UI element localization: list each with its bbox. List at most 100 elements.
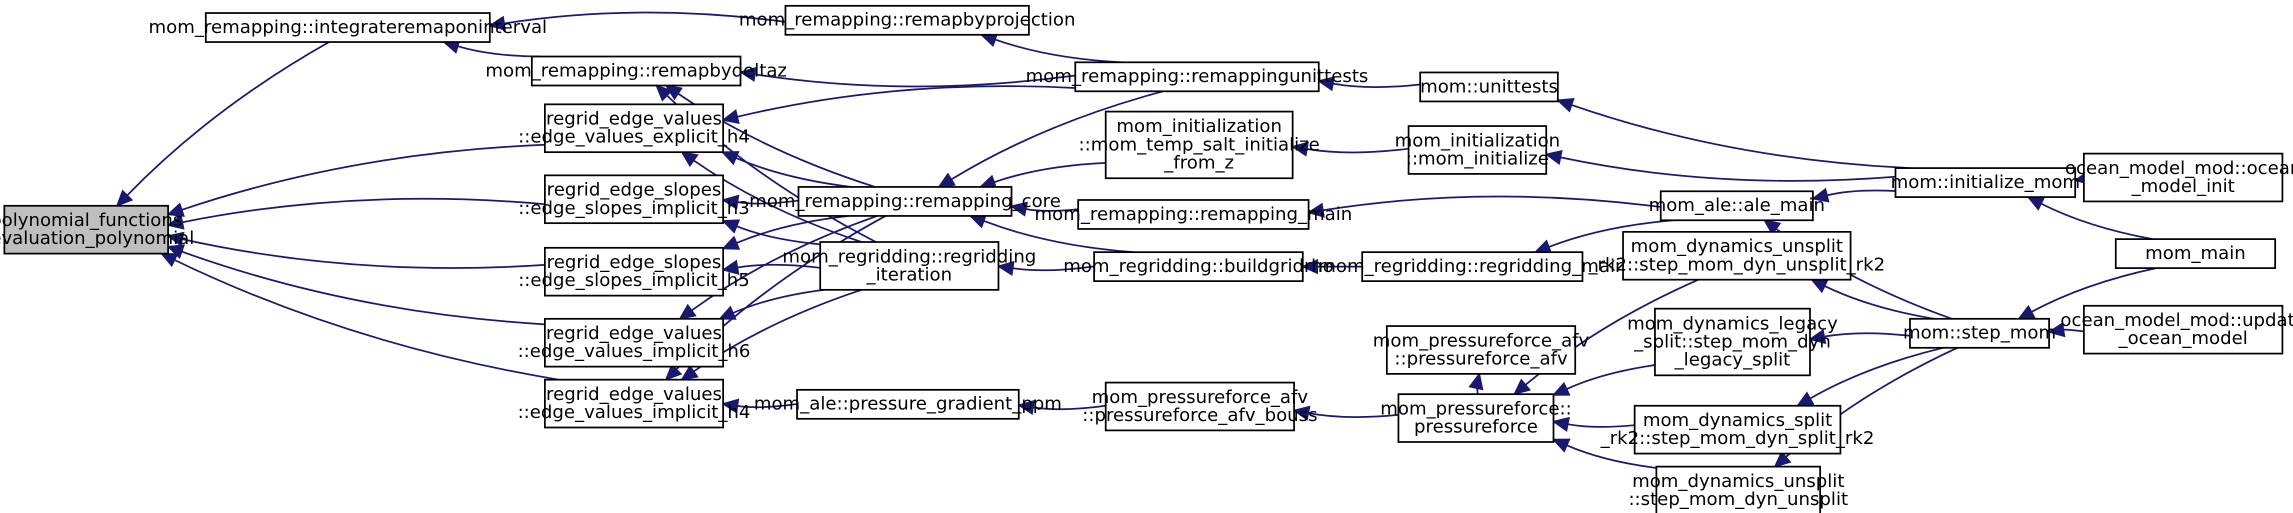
- node-rcore[interactable]: mom_remapping::remapping_core: [749, 186, 1061, 217]
- node-box[interactable]: [1419, 71, 1559, 103]
- node-box[interactable]: [1894, 167, 2077, 198]
- node-box[interactable]: [1659, 190, 1814, 222]
- arrowhead-icon: [1513, 378, 1532, 396]
- node-pf[interactable]: mom_pressureforce::pressureforce: [1380, 393, 1572, 443]
- node-box[interactable]: [2114, 238, 2277, 269]
- node-label: _split::step_mom_dyn: [1633, 331, 1831, 352]
- arrowhead-icon: [1810, 278, 1829, 294]
- node-legacy[interactable]: mom_dynamics_legacy_split::step_mom_dyn_…: [1627, 307, 1838, 377]
- node-ocnupd[interactable]: ocean_model_mod::update_ocean_model: [2060, 304, 2293, 355]
- node-rut[interactable]: mom_remapping::remappingunittests: [1026, 61, 1369, 93]
- node-box[interactable]: [1622, 230, 1852, 281]
- node-box[interactable]: [784, 4, 1030, 36]
- node-rgit[interactable]: mom_regridding::regridding_iteration: [782, 241, 1036, 291]
- edge-initmom-to-alemain: [1811, 187, 1896, 203]
- node-rproj[interactable]: mom_remapping::remapbyprojection: [739, 4, 1076, 36]
- node-label: mom_main: [2145, 243, 2246, 264]
- edge-rgit-to-esih3: [721, 219, 821, 246]
- node-label: _rk2::step_mom_dyn_split_rk2: [1600, 428, 1875, 449]
- node-evih6[interactable]: regrid_edge_values::edge_values_implicit…: [518, 317, 751, 368]
- node-pgppm[interactable]: mom_ale::pressure_gradient_ppm: [754, 388, 1062, 420]
- node-alemain[interactable]: mom_ale::ale_main: [1649, 190, 1825, 222]
- node-esih3[interactable]: regrid_edge_slopes::edge_slopes_implicit…: [518, 174, 750, 225]
- node-label: polynomial_functions: [0, 210, 182, 231]
- node-box[interactable]: [819, 241, 1000, 291]
- node-box[interactable]: [3, 204, 169, 255]
- node-box[interactable]: [1407, 125, 1548, 175]
- arrowhead-icon: [1762, 219, 1782, 236]
- node-label: mom_remapping::remapbyprojection: [739, 10, 1076, 31]
- node-ut[interactable]: mom::unittests: [1419, 71, 1559, 103]
- node-label: _from_z: [1163, 152, 1234, 173]
- node-box[interactable]: [1093, 251, 1304, 283]
- edge-line: [1032, 404, 1106, 411]
- node-label: mom_regridding::regridding: [782, 246, 1036, 267]
- node-init_tsz[interactable]: mom_initialization::mom_temp_salt_initia…: [1079, 110, 1320, 180]
- node-label: ::edge_values_explicit_h4: [518, 127, 750, 148]
- node-mominit[interactable]: mom_initialization::mom_initialize: [1395, 125, 1561, 175]
- node-eveh4[interactable]: regrid_edge_values::edge_values_explicit…: [518, 103, 750, 154]
- node-box[interactable]: [796, 388, 1020, 420]
- edge-line: [693, 159, 862, 243]
- arrowhead-icon: [115, 189, 134, 208]
- node-box[interactable]: [2083, 152, 2284, 203]
- node-box[interactable]: [544, 174, 724, 225]
- edge-line: [457, 45, 541, 58]
- node-initmom[interactable]: mom::initialize_mom: [1891, 167, 2080, 198]
- node-box[interactable]: [1655, 465, 1822, 513]
- node-pfbous[interactable]: mom_pressureforce_afv::pressureforce_afv…: [1082, 381, 1318, 432]
- edge-line: [504, 11, 786, 25]
- node-box[interactable]: [2083, 304, 2284, 355]
- node-rgmain[interactable]: mom_regridding::regridding_main: [1318, 251, 1626, 283]
- node-label: ::evaluation_polynomial: [0, 228, 194, 249]
- edge-line: [2040, 202, 2153, 240]
- node-stepmom[interactable]: mom::step_mom: [1903, 317, 2056, 349]
- node-label: mom::step_mom: [1903, 323, 2056, 344]
- node-box[interactable]: [1074, 61, 1320, 93]
- node-box[interactable]: [544, 317, 724, 368]
- node-pfafv[interactable]: mom_pressureforce_afv::pressureforce_afv: [1373, 325, 1590, 375]
- node-box[interactable]: [1397, 393, 1555, 443]
- node-sk2[interactable]: mom_dynamics_split_rk2::step_mom_dyn_spl…: [1600, 404, 1875, 455]
- arrowhead-icon: [1316, 76, 1336, 92]
- node-box[interactable]: [1633, 404, 1842, 455]
- arrowhead-icon: [738, 66, 757, 82]
- arrowhead-icon: [2017, 304, 2036, 320]
- node-ocninit[interactable]: ocean_model_mod::ocean_model_init: [2065, 152, 2293, 203]
- node-evih4[interactable]: regrid_edge_values::edge_values_implicit…: [518, 378, 751, 429]
- node-box[interactable]: [1104, 381, 1295, 432]
- arrowhead-icon: [1533, 239, 1553, 254]
- node-box[interactable]: [544, 246, 724, 297]
- node-box[interactable]: [1104, 110, 1294, 180]
- node-box[interactable]: [544, 378, 724, 429]
- arrowhead-icon: [1009, 201, 1028, 217]
- node-label: mom_pressureforce_afv: [1092, 387, 1309, 408]
- arrowhead-icon: [1292, 405, 1311, 421]
- node-uk2[interactable]: mom_dynamics_unsplit_rk2::step_mom_dyn_u…: [1587, 230, 1885, 281]
- node-rmain[interactable]: mom_remapping::remapping_main: [1034, 199, 1352, 230]
- edge-rut-to-rcore: [937, 90, 1164, 188]
- node-box[interactable]: [204, 12, 491, 43]
- arrowhead-icon: [718, 305, 737, 320]
- edge-line: [126, 41, 330, 196]
- node-box[interactable]: [797, 186, 1013, 217]
- node-esih5[interactable]: regrid_edge_slopes::edge_slopes_implicit…: [518, 246, 750, 297]
- node-unsplit[interactable]: mom_dynamics_unsplit::step_mom_dyn_unspl…: [1628, 465, 1848, 513]
- node-bgr[interactable]: mom_regridding::buildgridrho: [1063, 251, 1334, 283]
- edge-line: [182, 238, 545, 269]
- node-box[interactable]: [1909, 317, 2050, 349]
- node-box[interactable]: [1385, 325, 1577, 375]
- node-box[interactable]: [1361, 251, 1584, 283]
- node-root[interactable]: polynomial_functions::evaluation_polynom…: [0, 204, 194, 255]
- node-mommain[interactable]: mom_main: [2114, 238, 2277, 269]
- edge-line: [1548, 219, 1674, 248]
- node-box[interactable]: [544, 103, 724, 154]
- edge-line: [983, 220, 1134, 254]
- node-rdz[interactable]: mom_remapping::remapbydeltaz: [485, 55, 787, 87]
- edge-line: [1826, 189, 1896, 197]
- arrowhead-icon: [1795, 391, 1815, 407]
- node-box[interactable]: [530, 55, 742, 87]
- node-box[interactable]: [1077, 199, 1310, 230]
- node-box[interactable]: [1654, 307, 1811, 377]
- node-integ[interactable]: mom_remapping::integrateremaponinterval: [148, 12, 547, 43]
